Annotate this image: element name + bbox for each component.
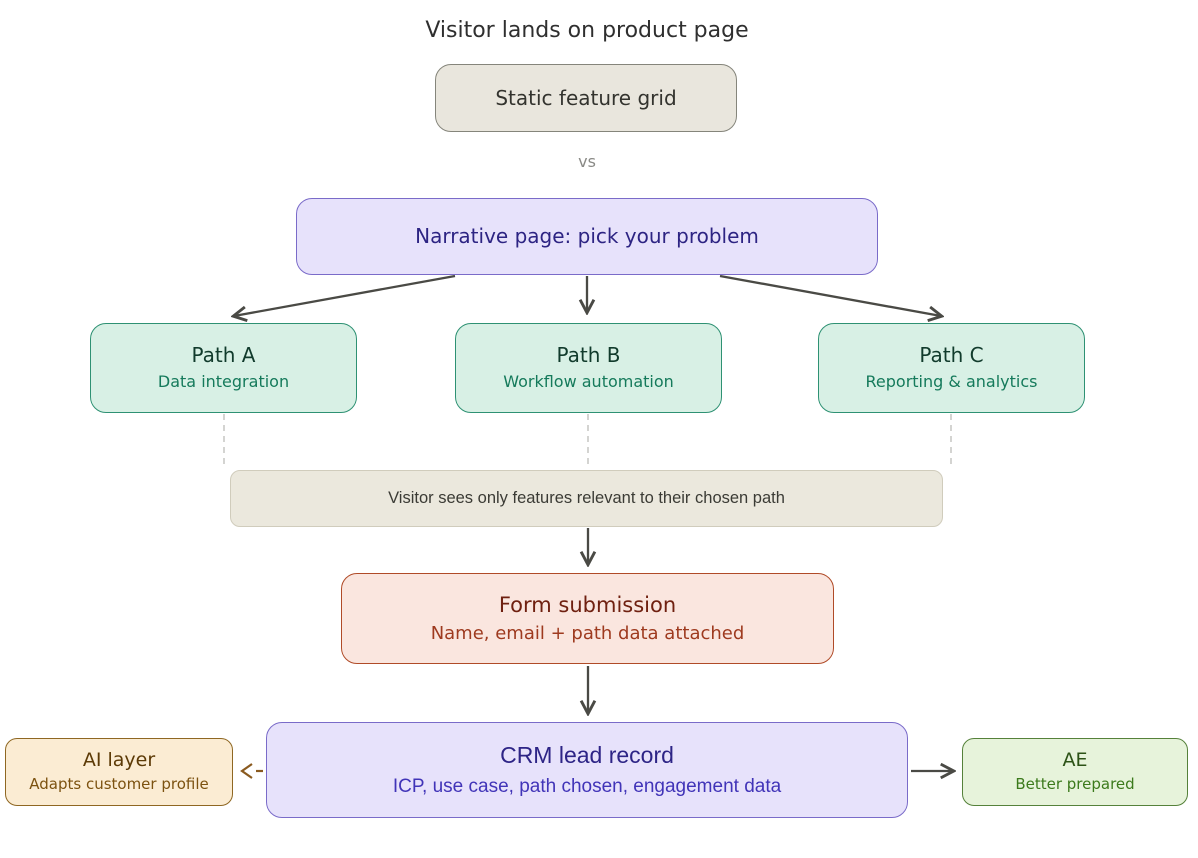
path-b-subtitle: Workflow automation — [503, 372, 674, 392]
path-b-title: Path B — [556, 343, 621, 368]
static-feature-grid-label: Static feature grid — [495, 85, 677, 110]
node-path-b: Path B Workflow automation — [455, 323, 722, 413]
dashed-arrow-crm-to-ai — [240, 763, 264, 779]
crm-lead-record-subtitle: ICP, use case, path chosen, engagement d… — [392, 775, 782, 797]
node-path-a: Path A Data integration — [90, 323, 357, 413]
ai-layer-title: AI layer — [82, 749, 156, 772]
ae-subtitle: Better prepared — [1015, 775, 1135, 794]
ae-title: AE — [1062, 749, 1088, 772]
arrow-narrative-to-path-c — [719, 274, 941, 316]
path-a-subtitle: Data integration — [157, 372, 290, 392]
relevance-note-label: Visitor sees only features relevant to t… — [388, 489, 785, 508]
ai-layer-subtitle: Adapts customer profile — [29, 775, 209, 794]
node-ai-layer: AI layer Adapts customer profile — [5, 738, 233, 806]
form-submission-subtitle: Name, email + path data attached — [430, 622, 745, 644]
node-form-submission: Form submission Name, email + path data … — [341, 573, 834, 664]
node-path-c: Path C Reporting & analytics — [818, 323, 1085, 413]
node-ae: AE Better prepared — [962, 738, 1188, 806]
node-narrative-page: Narrative page: pick your problem — [296, 198, 878, 275]
path-c-title: Path C — [919, 343, 984, 368]
node-static-feature-grid: Static feature grid — [435, 64, 737, 132]
form-submission-title: Form submission — [498, 592, 677, 617]
node-relevance-note: Visitor sees only features relevant to t… — [230, 470, 943, 527]
left-chevron-arrowhead — [240, 763, 253, 779]
arrow-narrative-to-path-a — [234, 274, 456, 316]
crm-lead-record-title: CRM lead record — [500, 741, 674, 768]
narrative-page-label: Narrative page: pick your problem — [415, 224, 759, 248]
diagram-title: Visitor lands on product page — [425, 18, 749, 43]
path-a-title: Path A — [191, 343, 256, 368]
path-c-subtitle: Reporting & analytics — [865, 372, 1038, 392]
vs-label: vs — [578, 152, 596, 171]
node-crm-lead-record: CRM lead record ICP, use case, path chos… — [266, 722, 908, 818]
